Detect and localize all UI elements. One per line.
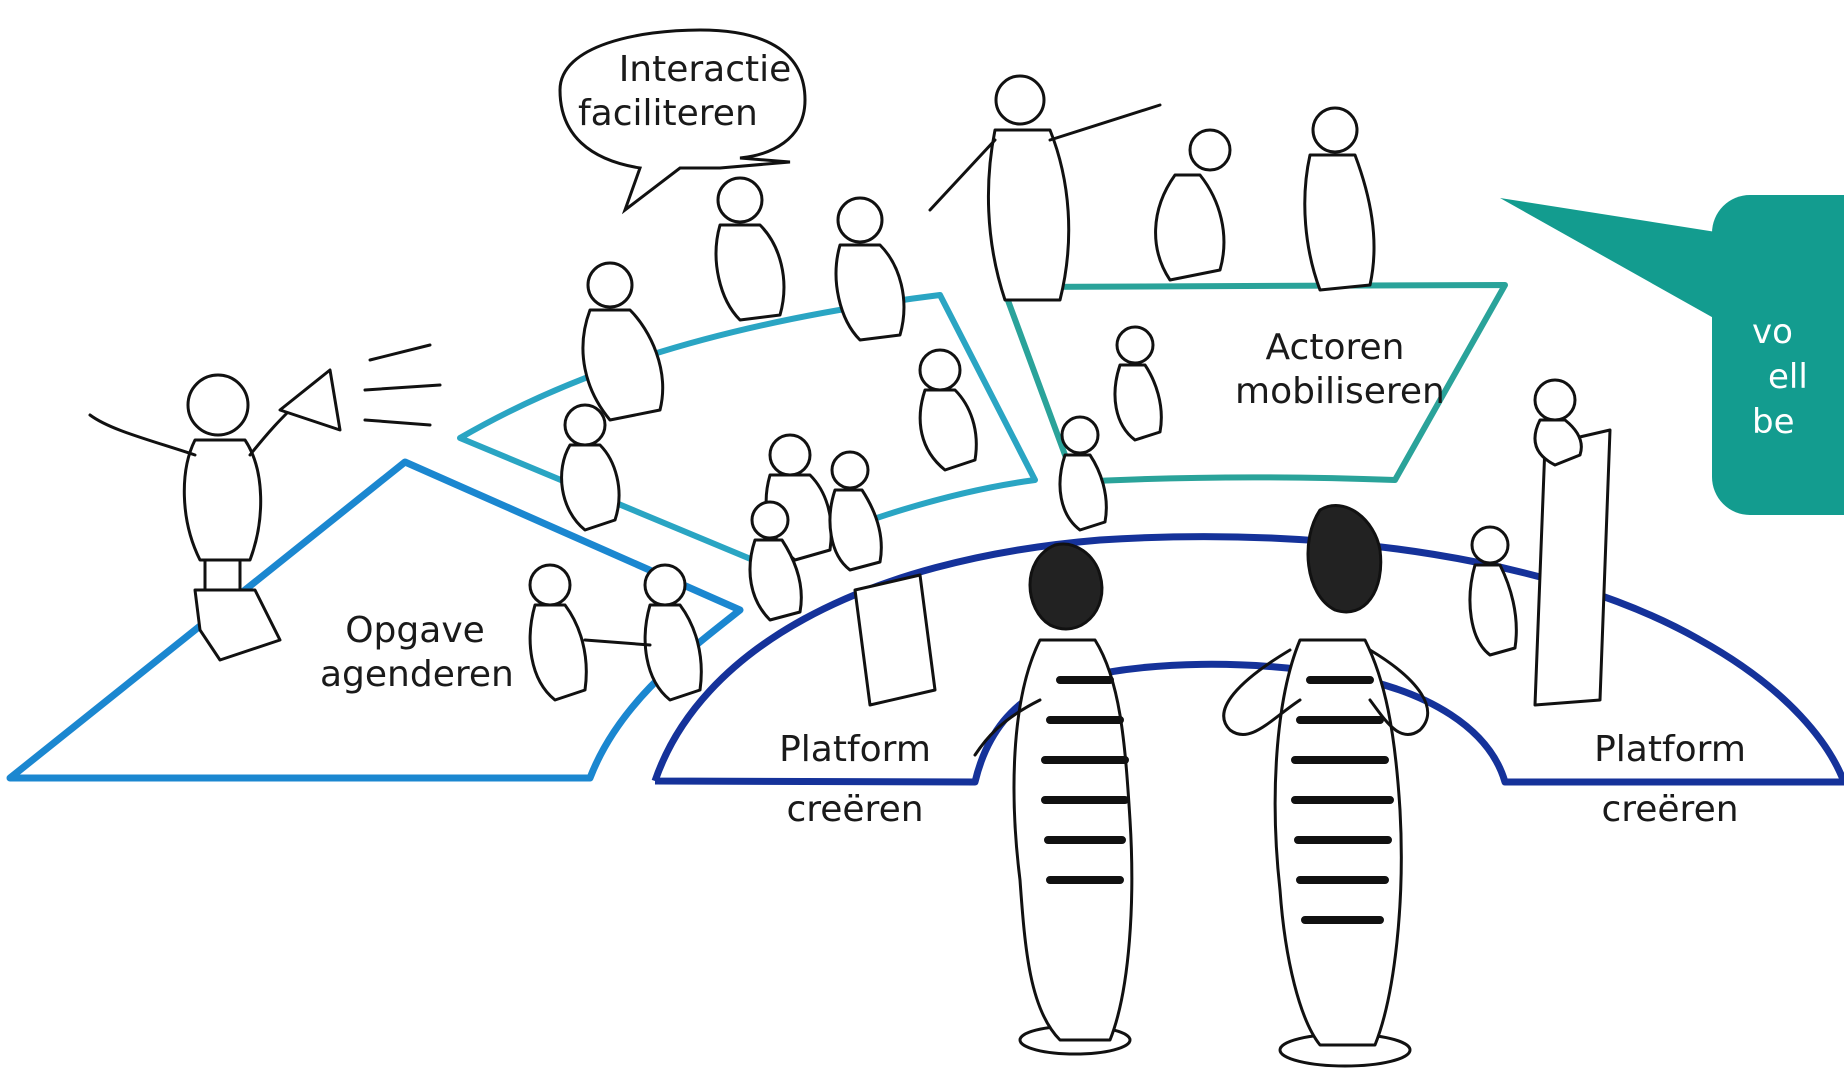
interactie-figures (560, 176, 978, 562)
handshake-figures (528, 563, 703, 702)
opgave-line-1: Opgave (345, 610, 485, 651)
callout-line-2: ell (1768, 357, 1808, 397)
platform-right-line-1: Platform (1594, 729, 1746, 770)
speech-bubble-line-1: Interactie (618, 49, 792, 90)
actoren-label: Actoren mobiliseren (1235, 326, 1445, 414)
callout-box (1712, 195, 1844, 515)
actoren-line-2: mobiliseren (1235, 371, 1445, 412)
foreground-figure-left (973, 542, 1134, 1056)
callout-line-3: be (1752, 402, 1795, 442)
platform-left-line-1: Platform (779, 729, 931, 770)
actoren-line-1: Actoren (1265, 327, 1405, 368)
speech-bubble-line-2: faciliteren (578, 93, 758, 134)
opgave-label: Opgave agenderen (320, 609, 514, 697)
box-carriers (748, 450, 937, 707)
callout-pointer (1500, 198, 1735, 330)
speech-bubble-label: Interactie faciliteren (570, 48, 800, 136)
speech-bubble (558, 28, 807, 215)
platform-left-label: Platform creëren (770, 728, 940, 832)
platform-right-line-2: creëren (1601, 789, 1739, 830)
megaphone-person (88, 343, 442, 662)
platform-left-line-2: creëren (786, 789, 924, 830)
callout-line-1: vo (1752, 312, 1793, 352)
opgave-line-2: agenderen (320, 654, 514, 695)
actoren-figures (928, 74, 1376, 532)
foreground-figure-right (1222, 504, 1430, 1068)
pillar-climbers (1468, 378, 1612, 707)
platform-right-label: Platform creëren (1585, 728, 1755, 832)
